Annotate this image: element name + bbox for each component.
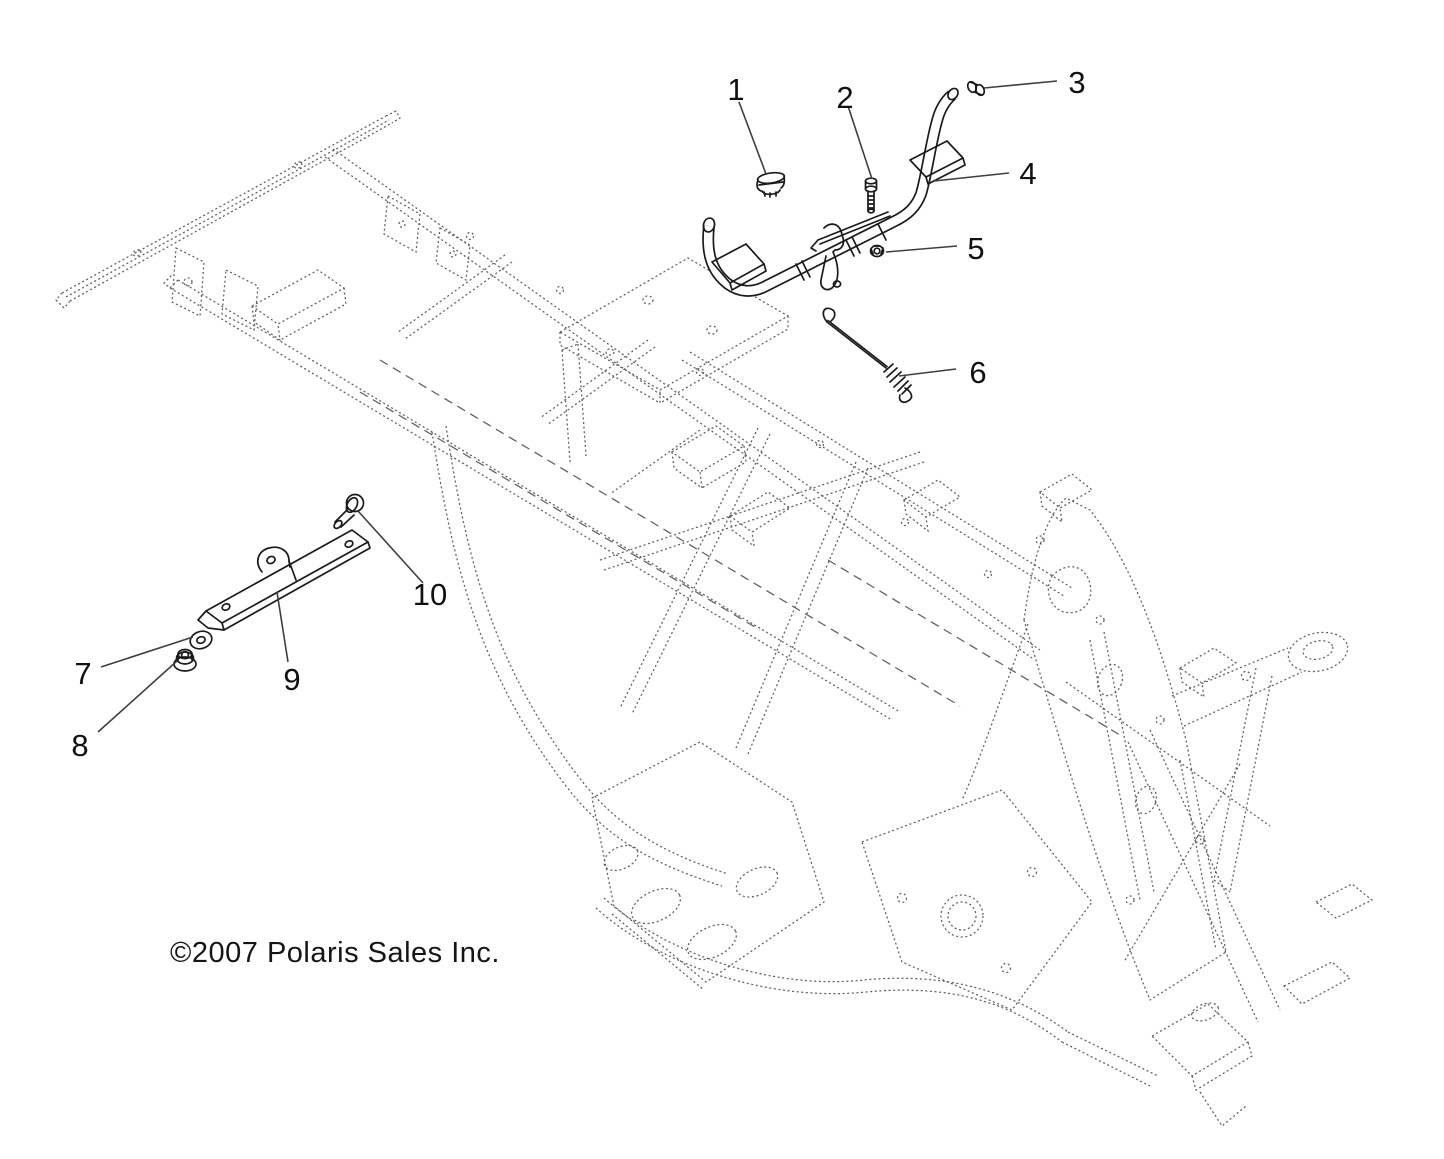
callout-label-4: 4 [1019,156,1036,191]
callout-label-2: 2 [836,80,853,115]
part-spring [822,307,913,404]
frame-sketch [55,110,1374,1127]
callout-label-10: 10 [413,577,447,612]
part-bolt-large [333,493,365,530]
callout-label-1: 1 [727,72,744,107]
leader-line-1 [738,101,767,175]
callout-label-3: 3 [1068,65,1085,100]
part-cap-nut [966,80,986,97]
leader-line-9 [276,591,289,663]
callout-label-5: 5 [967,231,984,266]
leader-line-8 [97,660,178,733]
part-flange-nut [869,244,885,258]
leader-lines [97,80,1058,733]
callout-labels: 1 2 3 4 5 6 7 8 9 10 [71,65,1085,763]
part-lock-nut [173,648,197,672]
part-stabilizer-bar [702,87,966,297]
callout-label-7: 7 [74,656,91,691]
leader-line-4 [933,172,1010,182]
leader-line-6 [898,368,957,377]
leader-line-2 [847,105,873,180]
part-bolt-small [864,177,878,214]
copyright-text: ©2007 Polaris Sales Inc. [170,937,500,969]
leader-line-3 [983,80,1058,89]
leader-line-10 [357,510,424,584]
callout-label-9: 9 [283,662,300,697]
part-washer [189,630,213,650]
part-plug [756,171,786,198]
leader-line-7 [100,636,194,668]
leader-line-5 [885,245,958,253]
part-bracket [197,529,371,631]
callout-label-6: 6 [969,355,986,390]
callout-label-8: 8 [71,728,88,763]
